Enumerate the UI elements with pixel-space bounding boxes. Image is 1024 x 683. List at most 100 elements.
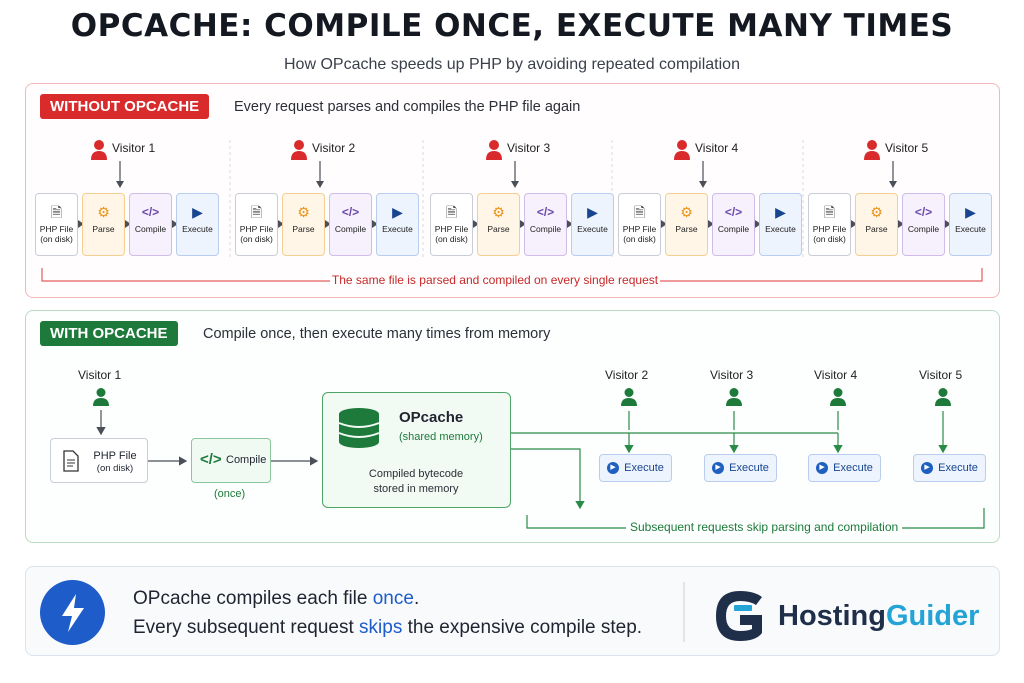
lightning-icon bbox=[40, 580, 105, 645]
opcache-title: OPcache bbox=[399, 409, 464, 426]
page-title: OPCACHE: COMPILE ONCE, EXECUTE MANY TIME… bbox=[70, 8, 954, 44]
step-parse: ⚙Parse bbox=[477, 193, 520, 256]
compile-once-box: </> Compile bbox=[191, 438, 271, 483]
step-compile: </>Compile bbox=[712, 193, 755, 256]
compile-icon: </> bbox=[914, 205, 933, 219]
parse-icon: ⚙ bbox=[492, 204, 505, 220]
user-icon bbox=[91, 140, 107, 160]
step-arrow bbox=[372, 220, 378, 228]
step-arrow bbox=[473, 220, 479, 228]
visitor-label: Visitor 3 bbox=[710, 368, 754, 382]
step-execute: ▶Execute bbox=[376, 193, 419, 256]
user-icon bbox=[674, 140, 690, 160]
compile-icon: </> bbox=[536, 205, 555, 219]
summary-panel bbox=[25, 566, 1000, 656]
play-icon: ▶ bbox=[712, 462, 725, 474]
step-execute: ▶Execute bbox=[759, 193, 802, 256]
file-icon: 🗎 bbox=[250, 204, 263, 220]
brand-name: HostingGuider bbox=[778, 600, 980, 632]
execute-button: ▶Execute bbox=[913, 454, 986, 482]
compile-icon: </> bbox=[724, 205, 743, 219]
step-arrow bbox=[708, 220, 714, 228]
step-compile: </>Compile bbox=[329, 193, 372, 256]
execute-icon: ▶ bbox=[775, 204, 786, 220]
down-arrow bbox=[316, 161, 324, 188]
step-file: 🗎PHP File(on disk) bbox=[430, 193, 473, 256]
step-arrow bbox=[661, 220, 667, 228]
step-parse: ⚙Parse bbox=[665, 193, 708, 256]
with-opcache-note: Subsequent requests skip parsing and com… bbox=[626, 520, 903, 534]
brand-logo-icon bbox=[716, 591, 762, 641]
user-icon bbox=[864, 140, 880, 160]
step-file: 🗎PHP File(on disk) bbox=[35, 193, 78, 256]
visitor-label: Visitor 2 bbox=[312, 141, 356, 155]
play-icon: ▶ bbox=[921, 462, 934, 474]
step-parse: ⚙Parse bbox=[82, 193, 125, 256]
user-icon bbox=[935, 388, 951, 406]
execute-icon: ▶ bbox=[192, 204, 203, 220]
user-icon bbox=[726, 388, 742, 406]
parse-icon: ⚙ bbox=[680, 204, 693, 220]
execute-button: ▶Execute bbox=[808, 454, 881, 482]
file-icon: 🗎 bbox=[633, 204, 646, 220]
play-icon: ▶ bbox=[607, 462, 620, 474]
step-arrow bbox=[520, 220, 526, 228]
parse-icon: ⚙ bbox=[97, 204, 110, 220]
step-arrow bbox=[851, 220, 857, 228]
step-arrow bbox=[172, 220, 178, 228]
user-icon bbox=[291, 140, 307, 160]
compile-label: Compile bbox=[226, 454, 267, 466]
visitor-label: Visitor 3 bbox=[507, 141, 551, 155]
down-arrow bbox=[116, 161, 124, 188]
php-file-box: PHP File (on disk) bbox=[50, 438, 148, 483]
php-file-sublabel: (on disk) bbox=[96, 463, 134, 474]
execute-icon: ▶ bbox=[392, 204, 403, 220]
page-subtitle: How OPcache speeds up PHP by avoiding re… bbox=[284, 56, 740, 73]
step-parse: ⚙Parse bbox=[855, 193, 898, 256]
parse-icon: ⚙ bbox=[870, 204, 883, 220]
execute-icon: ▶ bbox=[587, 204, 598, 220]
user-icon bbox=[93, 388, 109, 406]
step-arrow bbox=[278, 220, 284, 228]
down-arrow bbox=[889, 161, 897, 188]
step-compile: </>Compile bbox=[129, 193, 172, 256]
code-icon: </> bbox=[200, 451, 222, 468]
visitor-label: Visitor 1 bbox=[112, 141, 156, 155]
step-execute: ▶Execute bbox=[949, 193, 992, 256]
with-opcache-description: Compile once, then execute many times fr… bbox=[203, 326, 551, 342]
step-file: 🗎PHP File(on disk) bbox=[808, 193, 851, 256]
with-opcache-badge: WITH OPCACHE bbox=[40, 321, 178, 346]
summary-line-1: OPcache compiles each file once. bbox=[133, 588, 420, 609]
down-arrow bbox=[699, 161, 707, 188]
file-icon bbox=[63, 450, 79, 472]
execute-button: ▶Execute bbox=[704, 454, 777, 482]
without-opcache-note: The same file is parsed and compiled on … bbox=[330, 273, 660, 287]
play-icon: ▶ bbox=[816, 462, 829, 474]
database-icon bbox=[338, 408, 380, 448]
opcache-desc-line1: Compiled bytecode bbox=[368, 468, 464, 480]
step-execute: ▶Execute bbox=[571, 193, 614, 256]
user-icon bbox=[621, 388, 637, 406]
php-file-label: PHP File bbox=[93, 450, 137, 462]
opcache-subtitle: (shared memory) bbox=[399, 431, 483, 443]
compile-once-note: (once) bbox=[214, 488, 246, 500]
step-arrow bbox=[945, 220, 951, 228]
step-arrow bbox=[78, 220, 84, 228]
without-opcache-description: Every request parses and compiles the PH… bbox=[234, 99, 581, 115]
step-arrow bbox=[755, 220, 761, 228]
opcache-box: OPcache (shared memory) Compiled bytecod… bbox=[322, 392, 511, 508]
file-icon: 🗎 bbox=[823, 204, 836, 220]
summary-line-2: Every subsequent request skips the expen… bbox=[133, 617, 643, 638]
file-icon: 🗎 bbox=[50, 204, 63, 220]
file-icon: 🗎 bbox=[445, 204, 458, 220]
opcache-desc-line2: stored in memory bbox=[373, 483, 459, 495]
visitor-label: Visitor 5 bbox=[885, 141, 929, 155]
step-arrow bbox=[325, 220, 331, 228]
without-opcache-badge: WITHOUT OPCACHE bbox=[40, 94, 210, 119]
step-arrow bbox=[898, 220, 904, 228]
step-compile: </>Compile bbox=[524, 193, 567, 256]
user-icon bbox=[830, 388, 846, 406]
visitor-label: Visitor 4 bbox=[814, 368, 858, 382]
step-file: 🗎PHP File(on disk) bbox=[618, 193, 661, 256]
visitor-1-label: Visitor 1 bbox=[78, 368, 122, 382]
